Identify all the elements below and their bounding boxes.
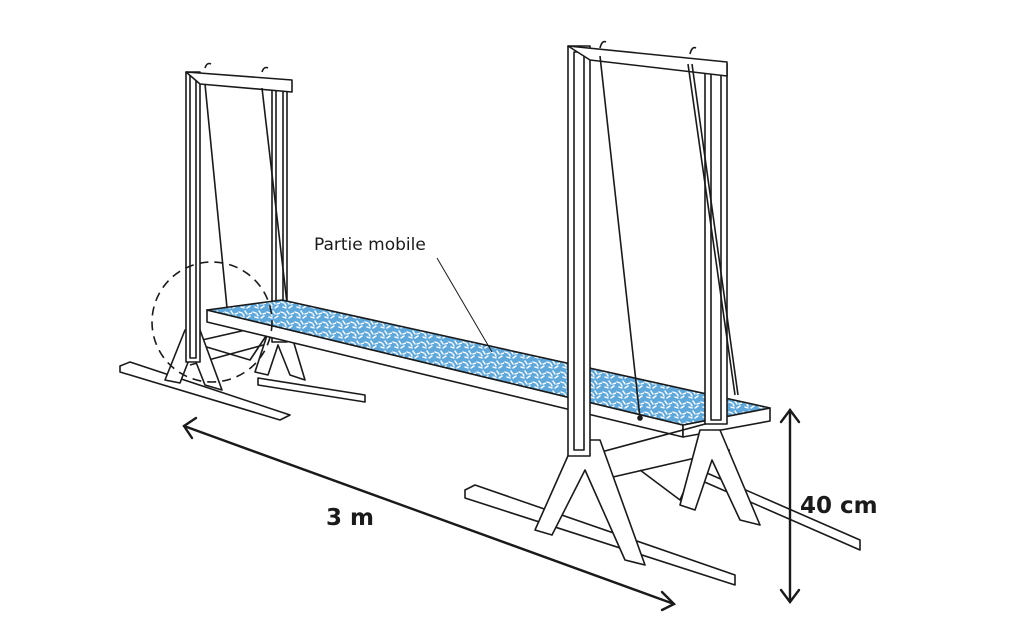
- label-leader-line: [436, 257, 493, 353]
- length-label: 3 m: [326, 505, 374, 531]
- height-label: 40 cm: [800, 493, 878, 519]
- detail-highlight-circle: [151, 261, 273, 383]
- length-dimension-arrow: [182, 416, 677, 612]
- moving-part-label: Partie mobile: [314, 235, 426, 255]
- right-frame: [464, 40, 861, 586]
- height-dimension-arrow: [779, 408, 801, 604]
